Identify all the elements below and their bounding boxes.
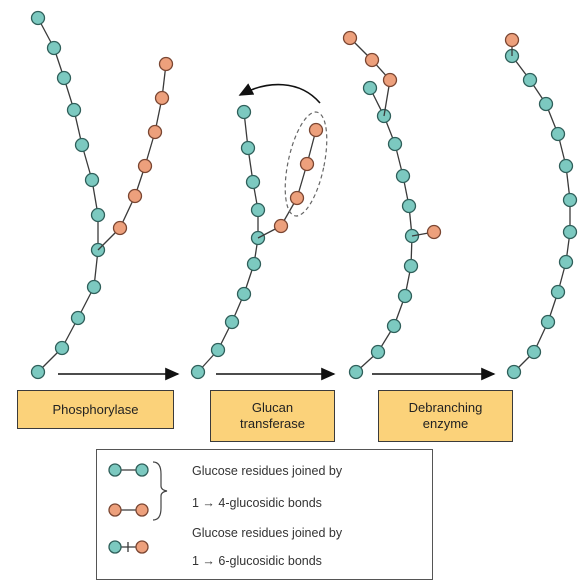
step-arrows (58, 83, 496, 381)
teal-glucose-residue (362, 80, 378, 96)
legend-teal-residue (108, 463, 122, 477)
teal-glucose-residue (401, 198, 417, 214)
orange-glucose-residue (137, 158, 153, 174)
phosphorylase-label: Phosphorylase (52, 401, 139, 417)
teal-glucose-residue (30, 364, 46, 380)
orange-glucose-residue (308, 122, 324, 138)
orange-glucose-residue (158, 56, 174, 72)
teal-glucose-residue (56, 70, 72, 86)
teal-glucose-residue (558, 254, 574, 270)
teal-glucose-residue (54, 340, 70, 356)
teal-glucose-residue (538, 96, 554, 112)
glucan-transferase-label-line1: Glucan (251, 400, 294, 415)
orange-glucose-residue (342, 30, 358, 46)
legend-brace (152, 461, 168, 521)
glucan-transferase-box: Glucan transferase (210, 390, 335, 442)
teal-glucose-residue (74, 137, 90, 153)
teal-glucose-residue (562, 192, 578, 208)
transfer-arrow (238, 83, 321, 104)
glycogen-chains (30, 10, 578, 380)
teal-glucose-residue (90, 207, 106, 223)
legend-alpha16-line1: Glucose residues joined by (192, 526, 343, 540)
teal-glucose-residue (250, 202, 266, 218)
orange-glucose-residue (273, 218, 289, 234)
teal-glucose-residue (526, 344, 542, 360)
teal-glucose-residue (550, 284, 566, 300)
debranching-enzyme-label-line1: Debranching (408, 400, 483, 415)
legend-alpha14-line1: Glucose residues joined by (192, 464, 343, 478)
teal-glucose-residue (403, 258, 419, 274)
teal-glucose-residue (522, 72, 538, 88)
phosphorylase-box: Phosphorylase (17, 390, 174, 429)
debranching-enzyme-label-line2: enzyme (422, 416, 469, 431)
teal-glucose-residue (550, 126, 566, 142)
legend-orange-residue (108, 503, 122, 517)
orange-glucose-residue (289, 190, 305, 206)
teal-glucose-residue (84, 172, 100, 188)
teal-glucose-residue (30, 10, 46, 26)
teal-glucose-residue (224, 314, 240, 330)
teal-glucose-residue (236, 104, 252, 120)
teal-glucose-residue (397, 288, 413, 304)
orange-glucose-residue (299, 156, 315, 172)
glucan-transferase-label-line2: transferase (239, 416, 306, 431)
teal-glucose-residue (506, 364, 522, 380)
debranching-enzyme-box: Debranching enzyme (378, 390, 513, 442)
teal-glucose-residue (46, 40, 62, 56)
teal-glucose-residue (348, 364, 364, 380)
orange-glucose-residue (127, 188, 143, 204)
legend-orange-residue (135, 540, 149, 554)
legend-alpha16-line2: 1 → 6-glucosidic bonds (192, 554, 322, 568)
teal-glucose-residue (558, 158, 574, 174)
teal-glucose-residue (540, 314, 556, 330)
teal-glucose-residue (240, 140, 256, 156)
orange-glucose-residue (382, 72, 398, 88)
orange-glucose-residue (112, 220, 128, 236)
legend: Glucose residues joined by 1 → 4-glucosi… (96, 449, 433, 580)
teal-glucose-residue (86, 279, 102, 295)
teal-glucose-residue (246, 256, 262, 272)
legend-symbols (108, 461, 168, 554)
teal-glucose-residue (562, 224, 578, 240)
teal-glucose-residue (395, 168, 411, 184)
legend-teal-residue (108, 540, 122, 554)
orange-glucose-residue (426, 224, 442, 240)
legend-alpha14-line2: 1 → 4-glucosidic bonds (192, 496, 322, 510)
teal-glucose-residue (70, 310, 86, 326)
teal-glucose-residue (387, 136, 403, 152)
orange-glucose-residue (504, 32, 520, 48)
teal-glucose-residue (190, 364, 206, 380)
transferred-segment-outline (284, 111, 328, 217)
legend-teal-residue (135, 463, 149, 477)
teal-glucose-residue (236, 286, 252, 302)
orange-glucose-residue (154, 90, 170, 106)
legend-orange-residue (135, 503, 149, 517)
orange-glucose-residue (364, 52, 380, 68)
teal-glucose-residue (386, 318, 402, 334)
orange-glucose-residue (147, 124, 163, 140)
teal-glucose-residue (210, 342, 226, 358)
teal-glucose-residue (245, 174, 261, 190)
teal-glucose-residue (370, 344, 386, 360)
teal-glucose-residue (66, 102, 82, 118)
